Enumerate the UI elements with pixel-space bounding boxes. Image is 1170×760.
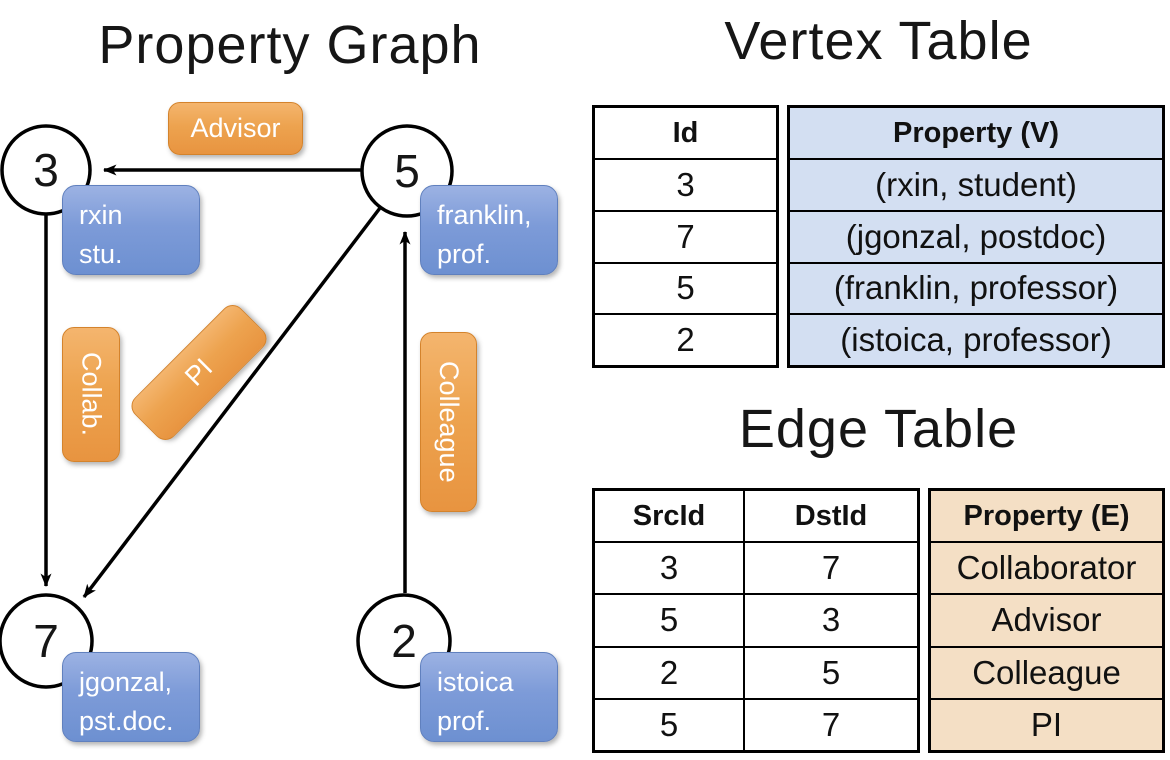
edge-dstid-cell: 3 xyxy=(745,593,917,645)
vertex-box-istoica-line2: prof. xyxy=(437,706,492,737)
edge-srcid-cell: 5 xyxy=(595,697,745,750)
vertex-box-franklin: franklin, prof. xyxy=(420,185,558,275)
edge-srcid-cell: 5 xyxy=(595,593,745,646)
vertex-table-property-column: Property (V) (rxin, student) (jgonzal, p… xyxy=(787,105,1165,368)
edge-table: SrcId DstId 3 7 5 3 2 5 5 7 Property (E)… xyxy=(592,488,1165,753)
vertex-box-jgonzal: jgonzal, pst.doc. xyxy=(62,652,200,742)
edge-label-colleague: Colleague xyxy=(420,332,477,512)
edge-label-pi-text: PI xyxy=(179,352,219,392)
edge-srcid-cell: 2 xyxy=(595,645,745,698)
vertex-box-franklin-line2: prof. xyxy=(437,239,492,270)
edge-label-advisor: Advisor xyxy=(168,102,303,155)
vertex-id-cell: 2 xyxy=(595,313,776,365)
vertex-id-cell: 7 xyxy=(595,209,776,262)
vertex-box-jgonzal-line2: pst.doc. xyxy=(79,706,174,737)
vertex-table-header-id: Id xyxy=(672,116,699,149)
edge-property-cell: Colleague xyxy=(931,645,1162,698)
edge-label-colleague-text: Colleague xyxy=(434,361,464,483)
vertex-box-rxin: rxin stu. xyxy=(62,185,200,275)
edge-table-title: Edge Table xyxy=(738,399,1019,459)
edge-dstid-cell: 5 xyxy=(745,645,917,698)
vertex-table-header-property: Property (V) xyxy=(893,116,1059,149)
property-graph-title: Property Graph xyxy=(98,15,482,75)
vertex-box-jgonzal-line1: jgonzal, xyxy=(79,667,173,697)
vertex-box-franklin-line1: franklin, xyxy=(437,200,532,230)
edge-table-header-srcid: SrcId xyxy=(595,491,745,541)
vertex-box-istoica: istoica prof. xyxy=(420,652,558,742)
vertex-box-rxin-line2: stu. xyxy=(79,239,123,270)
edge-table-header-dstid: DstId xyxy=(794,499,868,532)
vertex-table-title: Vertex Table xyxy=(724,11,1033,71)
node-label-3: 3 xyxy=(33,144,59,196)
edge-label-collab-text: Collab. xyxy=(76,352,107,437)
vertex-property-cell: (jgonzal, postdoc) xyxy=(790,209,1162,262)
edge-srcid-cell: 3 xyxy=(595,541,745,594)
vertex-property-cell: (franklin, professor) xyxy=(790,261,1162,314)
edge-table-header-property: Property (E) xyxy=(963,499,1130,532)
vertex-box-istoica-line1: istoica xyxy=(437,667,514,697)
vertex-box-rxin-line1: rxin xyxy=(79,200,123,230)
edge-table-property-column: Property (E) Collaborator Advisor Collea… xyxy=(928,488,1165,753)
vertex-id-cell: 5 xyxy=(595,261,776,314)
node-label-2: 2 xyxy=(391,615,417,667)
vertex-property-cell: (rxin, student) xyxy=(790,158,1162,210)
node-label-5: 5 xyxy=(394,145,420,197)
edge-dstid-cell: 7 xyxy=(745,541,917,593)
edge-label-collab: Collab. xyxy=(62,327,120,462)
edge-property-cell: PI xyxy=(931,697,1162,750)
edge-property-cell: Advisor xyxy=(931,593,1162,645)
edge-table-id-columns: SrcId DstId 3 7 5 3 2 5 5 7 xyxy=(592,488,920,753)
node-label-7: 7 xyxy=(33,615,59,667)
vertex-id-cell: 3 xyxy=(595,158,776,210)
vertex-table-id-column: Id 3 7 5 2 xyxy=(592,105,779,368)
vertex-table: Id 3 7 5 2 Property (V) (rxin, student) … xyxy=(592,105,1165,368)
edge-label-advisor-text: Advisor xyxy=(190,113,281,143)
edge-property-cell: Collaborator xyxy=(931,541,1162,593)
edge-dstid-cell: 7 xyxy=(745,697,917,750)
vertex-property-cell: (istoica, professor) xyxy=(790,313,1162,365)
edge-pi-5-to-7 xyxy=(82,206,382,599)
